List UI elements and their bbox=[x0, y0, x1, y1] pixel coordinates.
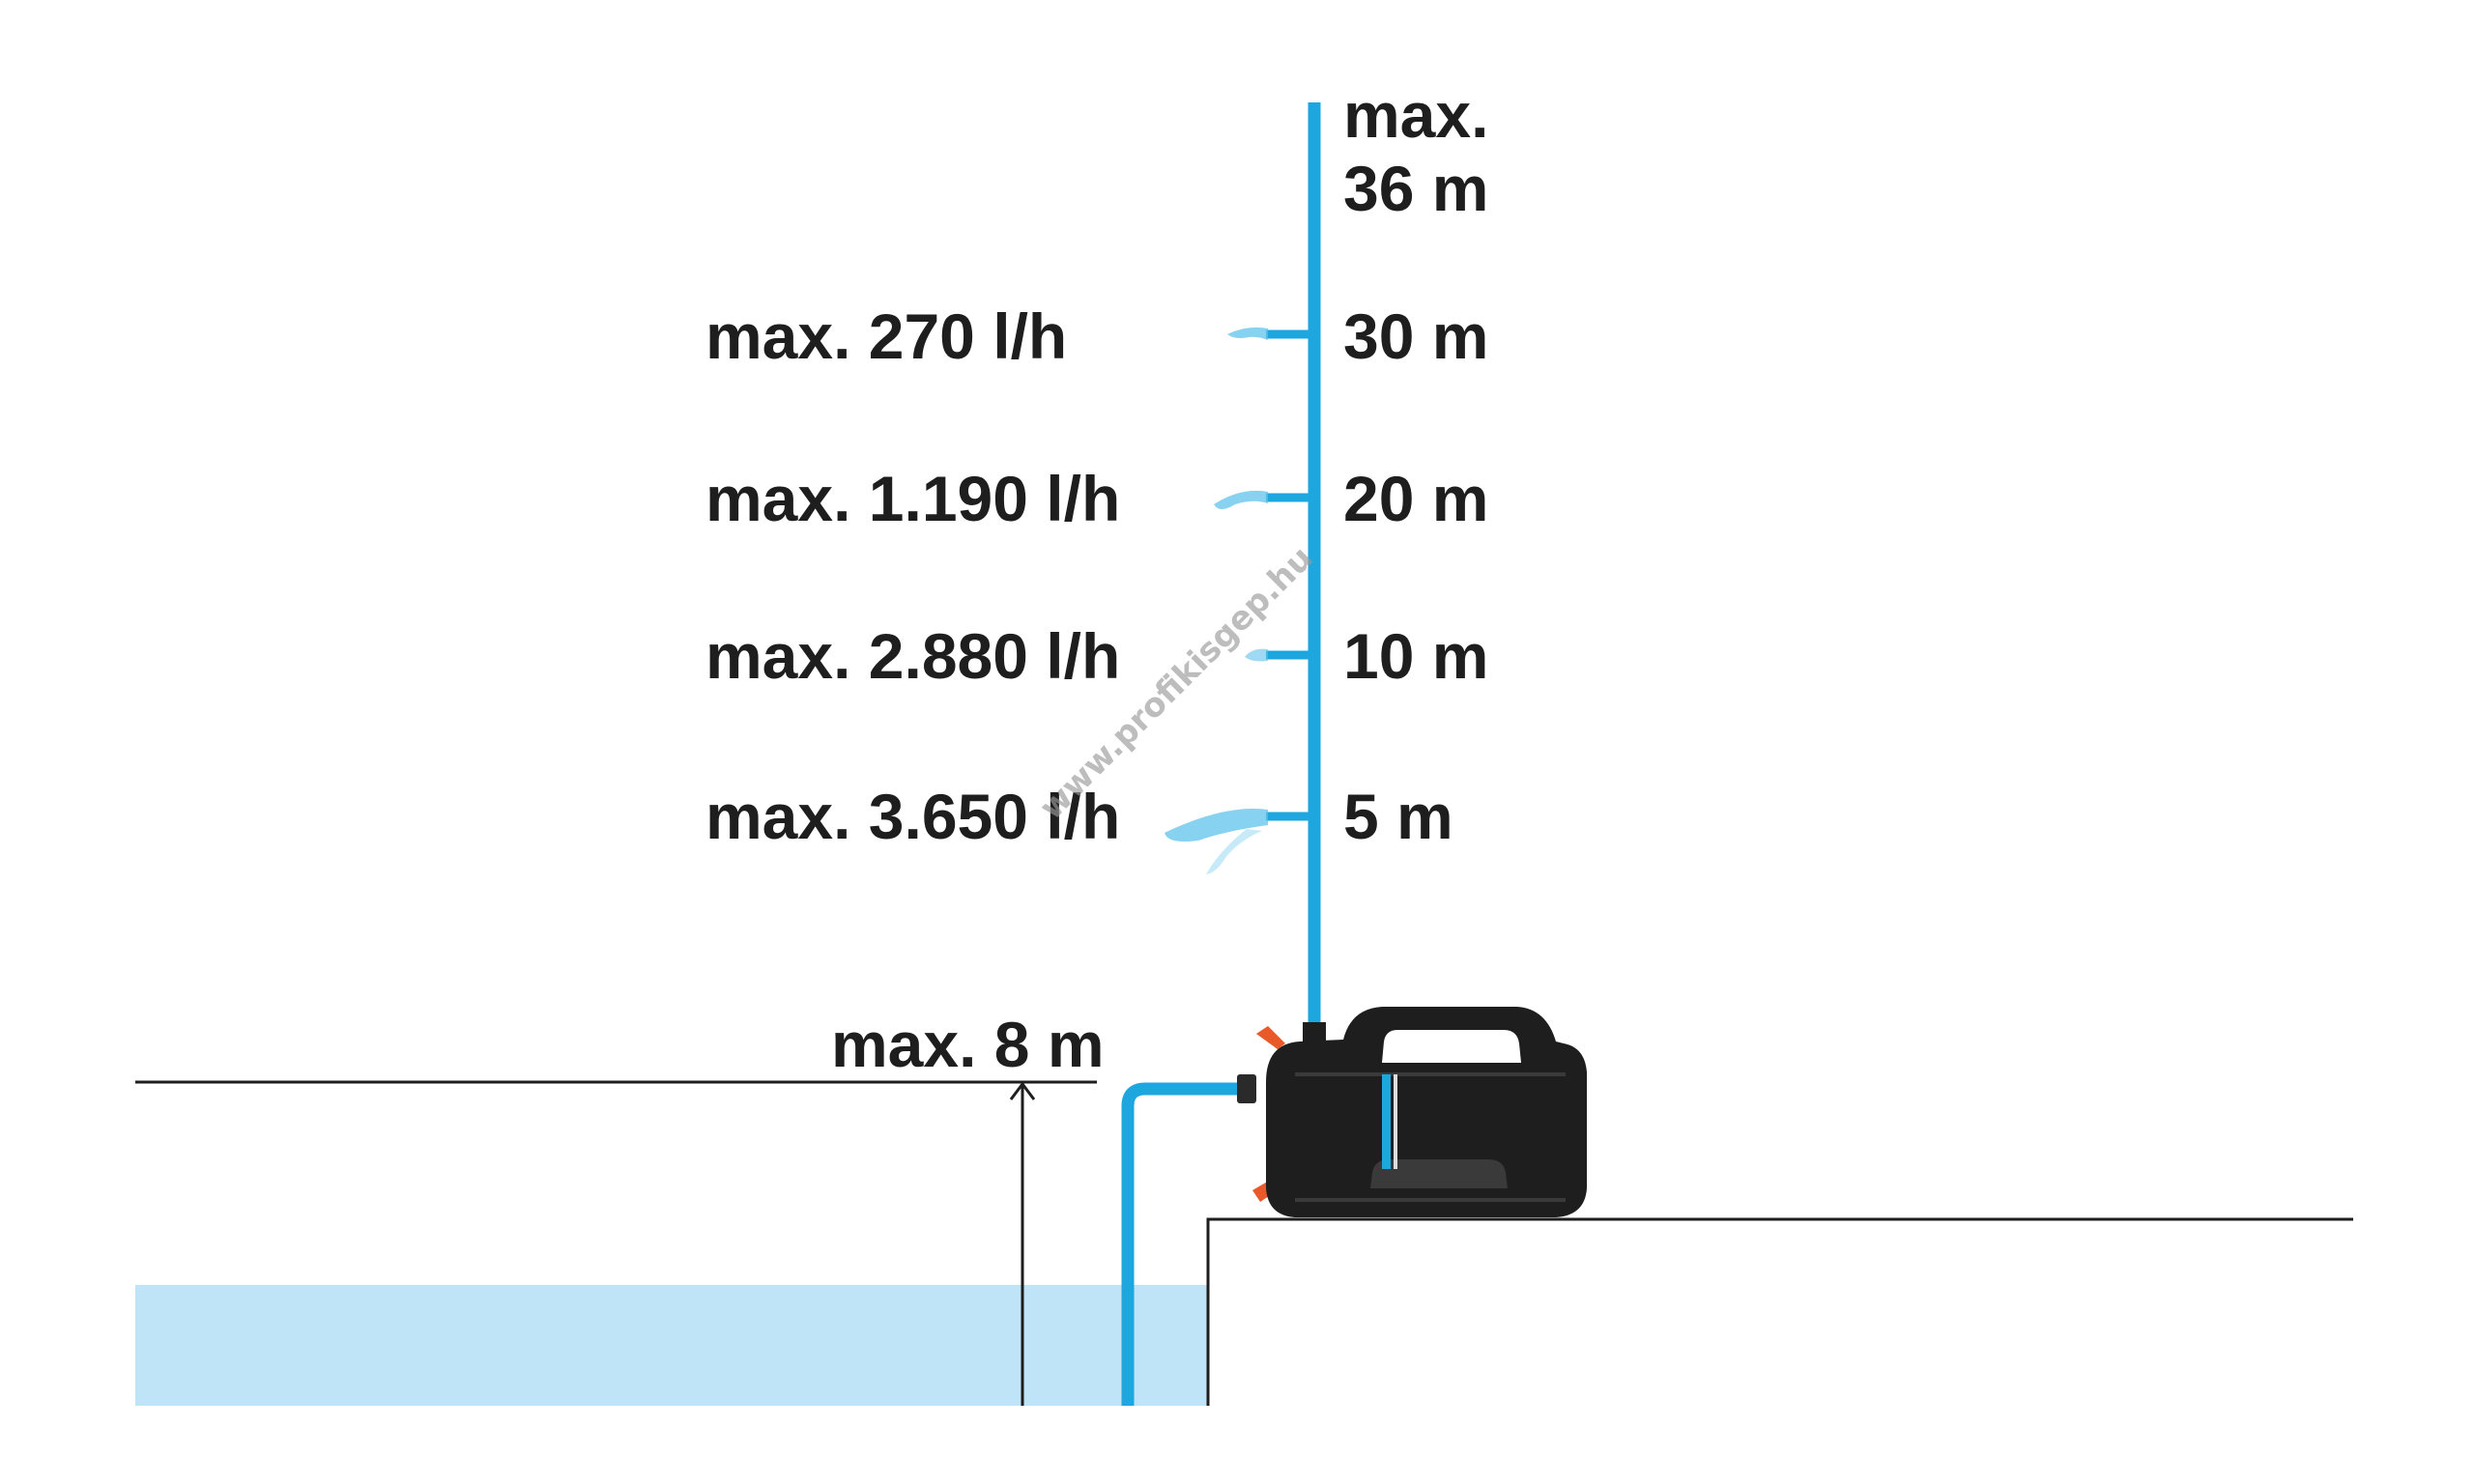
max-height-label-line1: max. bbox=[1343, 79, 1488, 151]
water-basin bbox=[135, 1285, 1208, 1406]
pump-outlet-fitting bbox=[1303, 1022, 1326, 1043]
head-label-30m: 30 m bbox=[1343, 300, 1488, 372]
spray-20m bbox=[1214, 490, 1268, 509]
pump-unit bbox=[1237, 1007, 1587, 1217]
max-height-label-line2: 36 m bbox=[1343, 153, 1488, 224]
pump-level-window-shine bbox=[1394, 1074, 1397, 1169]
pump-handle-opening bbox=[1382, 1030, 1521, 1063]
flow-label-30m: max. 270 l/h bbox=[705, 300, 1067, 372]
head-label-20m: 20 m bbox=[1343, 463, 1488, 534]
pump-base-recess bbox=[1370, 1159, 1508, 1188]
flow-label-5m: max. 3.650 l/h bbox=[705, 781, 1120, 852]
pump-accent-top bbox=[1256, 1026, 1285, 1049]
spray-30m bbox=[1227, 327, 1268, 340]
pump-level-window bbox=[1382, 1074, 1391, 1169]
pump-detail-lines bbox=[1295, 1072, 1566, 1202]
flow-label-20m: max. 1.190 l/h bbox=[705, 463, 1120, 534]
suction-pipe bbox=[1121, 1082, 1242, 1406]
head-label-5m: 5 m bbox=[1343, 781, 1453, 852]
spray-5m-tail bbox=[1206, 829, 1262, 874]
water-sprays bbox=[1165, 327, 1268, 874]
riser-ticks bbox=[1266, 329, 1314, 821]
suction-arrow-head bbox=[1009, 1081, 1036, 1100]
ground-platform bbox=[1206, 1217, 2353, 1406]
spray-10m bbox=[1245, 648, 1268, 662]
spray-5m bbox=[1165, 809, 1268, 842]
flow-label-10m: max. 2.880 l/h bbox=[705, 620, 1120, 692]
head-label-10m: 10 m bbox=[1343, 620, 1488, 692]
pump-inlet-fitting bbox=[1237, 1074, 1256, 1103]
suction-height-label: max. 8 m bbox=[831, 1009, 1105, 1080]
